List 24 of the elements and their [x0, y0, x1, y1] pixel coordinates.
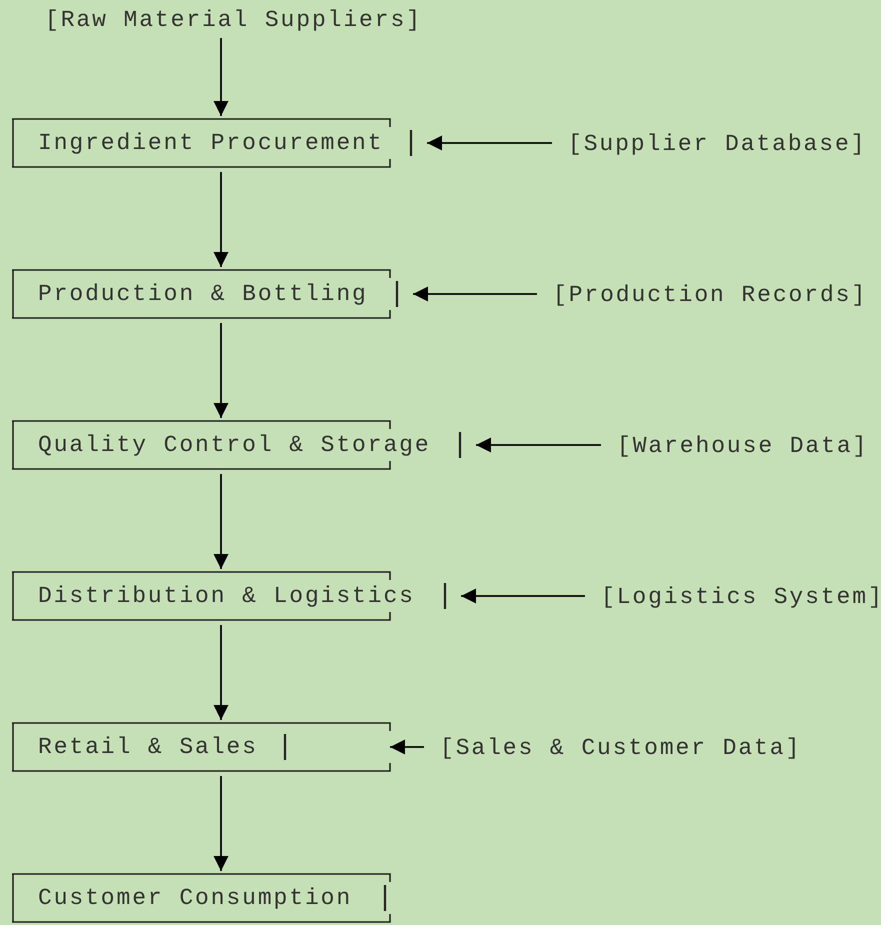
arrow	[461, 588, 585, 604]
arrow	[427, 136, 552, 150]
arrow	[390, 740, 424, 754]
data-source-label: [Supplier Database]	[568, 130, 866, 158]
arrow	[476, 438, 601, 452]
process-box	[12, 722, 390, 772]
box-label: Ingredient Procurement	[38, 129, 384, 157]
arrow	[214, 776, 228, 871]
box-label: Retail & Sales	[38, 733, 258, 761]
data-source-label: [Logistics System]	[601, 583, 881, 611]
arrow	[214, 38, 228, 116]
data-source-label: [Warehouse Data]	[617, 432, 868, 460]
arrow	[214, 625, 228, 720]
arrow	[214, 172, 228, 267]
arrow	[214, 323, 228, 418]
arrow	[413, 286, 537, 302]
box-label: Production & Bottling	[38, 280, 368, 308]
box-label: Quality Control & Storage	[38, 431, 431, 459]
box-label: Customer Consumption	[38, 884, 352, 912]
data-source-label: [Production Records]	[553, 281, 868, 309]
arrow	[214, 474, 228, 569]
data-source-label: [Sales & Customer Data]	[440, 734, 802, 762]
source-label: [Raw Material Suppliers]	[45, 6, 422, 34]
box-label: Distribution & Logistics	[38, 582, 415, 610]
